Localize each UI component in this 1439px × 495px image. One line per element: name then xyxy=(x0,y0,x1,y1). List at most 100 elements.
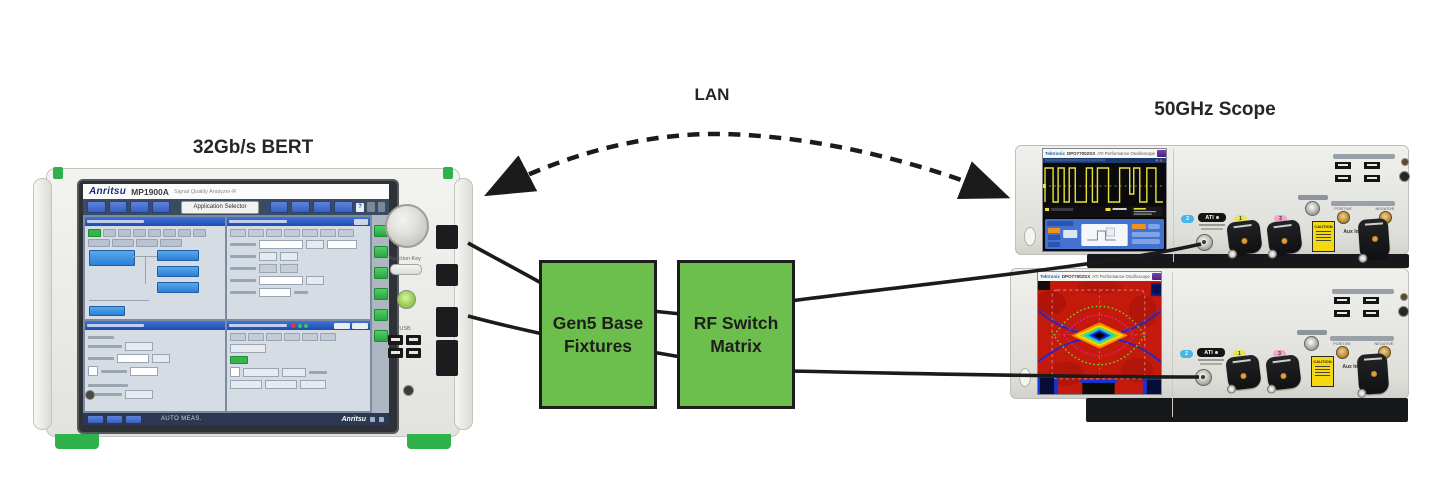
tab xyxy=(302,333,318,341)
softkey-green xyxy=(373,330,388,342)
field-input xyxy=(259,276,303,285)
oscilloscope-bottom: Tektronix DPO77002SX ATI Performance Osc… xyxy=(1010,268,1412,425)
field-select xyxy=(306,240,324,249)
window-ppg-output xyxy=(227,217,370,319)
green-corner-tab xyxy=(443,167,453,179)
toolbar-button xyxy=(130,201,149,213)
checkbox xyxy=(230,367,240,377)
field-select xyxy=(125,390,153,399)
window-title-bar xyxy=(85,321,225,330)
waveform-graphic xyxy=(1043,158,1166,251)
scope-model: DPO77002SX xyxy=(1061,274,1091,279)
field-select xyxy=(300,380,326,389)
ati-input-connector xyxy=(1196,234,1213,251)
usb-port xyxy=(388,335,403,345)
bert-right-handle xyxy=(454,178,473,430)
window-title-bar xyxy=(85,217,225,226)
field-label xyxy=(230,267,256,270)
bert-power-button xyxy=(397,290,416,309)
headphone-jack xyxy=(1398,306,1409,317)
channel-2-tag: 2 xyxy=(1180,350,1193,358)
bert-brand-bar: Anritsu MP1900A Signal Quality Analyzer-… xyxy=(83,184,389,199)
field-input xyxy=(130,366,158,376)
aux-in-label: Aux In xyxy=(1343,229,1359,235)
chip xyxy=(160,239,182,247)
dc-probe-cal-connector xyxy=(1305,201,1320,216)
clock-source-block xyxy=(89,250,135,266)
scope-model-subtitle: ATI Performance Oscilloscope xyxy=(1097,151,1155,156)
tab xyxy=(320,333,336,341)
usb-port xyxy=(1364,175,1380,182)
toolbar-button xyxy=(291,201,310,213)
toolbar-button xyxy=(377,202,385,212)
bert-subtitle: Signal Quality Analyzer-R xyxy=(173,188,237,195)
bert-softkey-strip xyxy=(372,215,389,413)
field-select xyxy=(230,380,262,389)
ati-rating-text xyxy=(1198,359,1224,361)
chip xyxy=(133,229,146,237)
on-chip xyxy=(88,229,101,237)
stop-button xyxy=(352,322,368,329)
scope-model: DPO77002SX xyxy=(1066,151,1096,156)
toolbar-button xyxy=(151,201,171,213)
softkey-green xyxy=(373,267,388,279)
field-select xyxy=(230,344,266,353)
status-pill xyxy=(230,356,248,364)
field-label xyxy=(294,291,308,294)
tab xyxy=(266,333,282,341)
probe-screw xyxy=(1267,249,1278,260)
field-select xyxy=(259,252,277,261)
fast-edge-panel-label xyxy=(1331,201,1395,206)
chip xyxy=(178,229,191,237)
channel-1-tag: 1 xyxy=(1234,215,1247,223)
window-body xyxy=(227,330,370,411)
channel-3-tag: 3 xyxy=(1274,215,1287,223)
headphone-jack xyxy=(1399,171,1410,182)
scope-model-subtitle: ATI Performance Oscilloscope xyxy=(1092,274,1150,279)
scope-usb-ports xyxy=(1334,297,1379,317)
box-label-line2: Fixtures xyxy=(563,335,633,356)
window-body xyxy=(85,330,225,411)
field-label xyxy=(230,279,256,282)
chip xyxy=(136,239,158,247)
window-selector xyxy=(354,218,368,225)
rf-switch-matrix-box: RF Switch Matrix xyxy=(677,260,795,409)
error-indicator xyxy=(291,323,297,328)
green-corner-tab xyxy=(53,167,63,179)
window-title-bar xyxy=(227,217,370,226)
ati-input-connector xyxy=(1195,369,1212,386)
bert-screen: Anritsu MP1900A Signal Quality Analyzer-… xyxy=(83,184,389,425)
field-select xyxy=(280,252,298,261)
box-label-line1: RF Switch xyxy=(693,312,779,333)
bert-left-handle xyxy=(33,178,52,430)
waveform-display xyxy=(1043,158,1166,251)
usb-port xyxy=(1334,297,1350,304)
chip xyxy=(118,229,131,237)
toolbar-button xyxy=(334,201,353,213)
function-key-button xyxy=(390,264,422,275)
probe-module-ch1 xyxy=(1225,354,1262,395)
caution-text: CAUTION xyxy=(1313,359,1332,364)
audio-jack xyxy=(1401,158,1409,166)
scope-connector-panel: 2 ATI 1 3 CAUTION POSITIVE NEGATIVE xyxy=(1015,145,1412,270)
checkbox xyxy=(88,366,98,376)
field-label xyxy=(88,357,114,360)
bert-model: MP1900A xyxy=(131,186,169,197)
green-foot xyxy=(55,434,99,449)
aux-in-label: Aux In xyxy=(1342,364,1358,370)
channel-3-tag: 3 xyxy=(1273,350,1286,358)
status-button xyxy=(107,415,122,423)
clock-source-tab xyxy=(89,306,125,316)
audio-jack xyxy=(403,385,414,396)
usb-port xyxy=(1363,297,1379,304)
positive-label: POSITIVE xyxy=(1333,342,1351,346)
rotary-knob xyxy=(385,204,429,248)
caution-sticker: CAUTION xyxy=(1311,356,1334,387)
softkey-green xyxy=(373,309,388,321)
usb-port xyxy=(1335,162,1351,169)
tab xyxy=(266,229,282,237)
field-select xyxy=(282,367,306,377)
caution-sticker: CAUTION xyxy=(1312,221,1335,252)
lan-dashed-arrow xyxy=(484,131,1011,200)
status-button xyxy=(88,415,103,423)
